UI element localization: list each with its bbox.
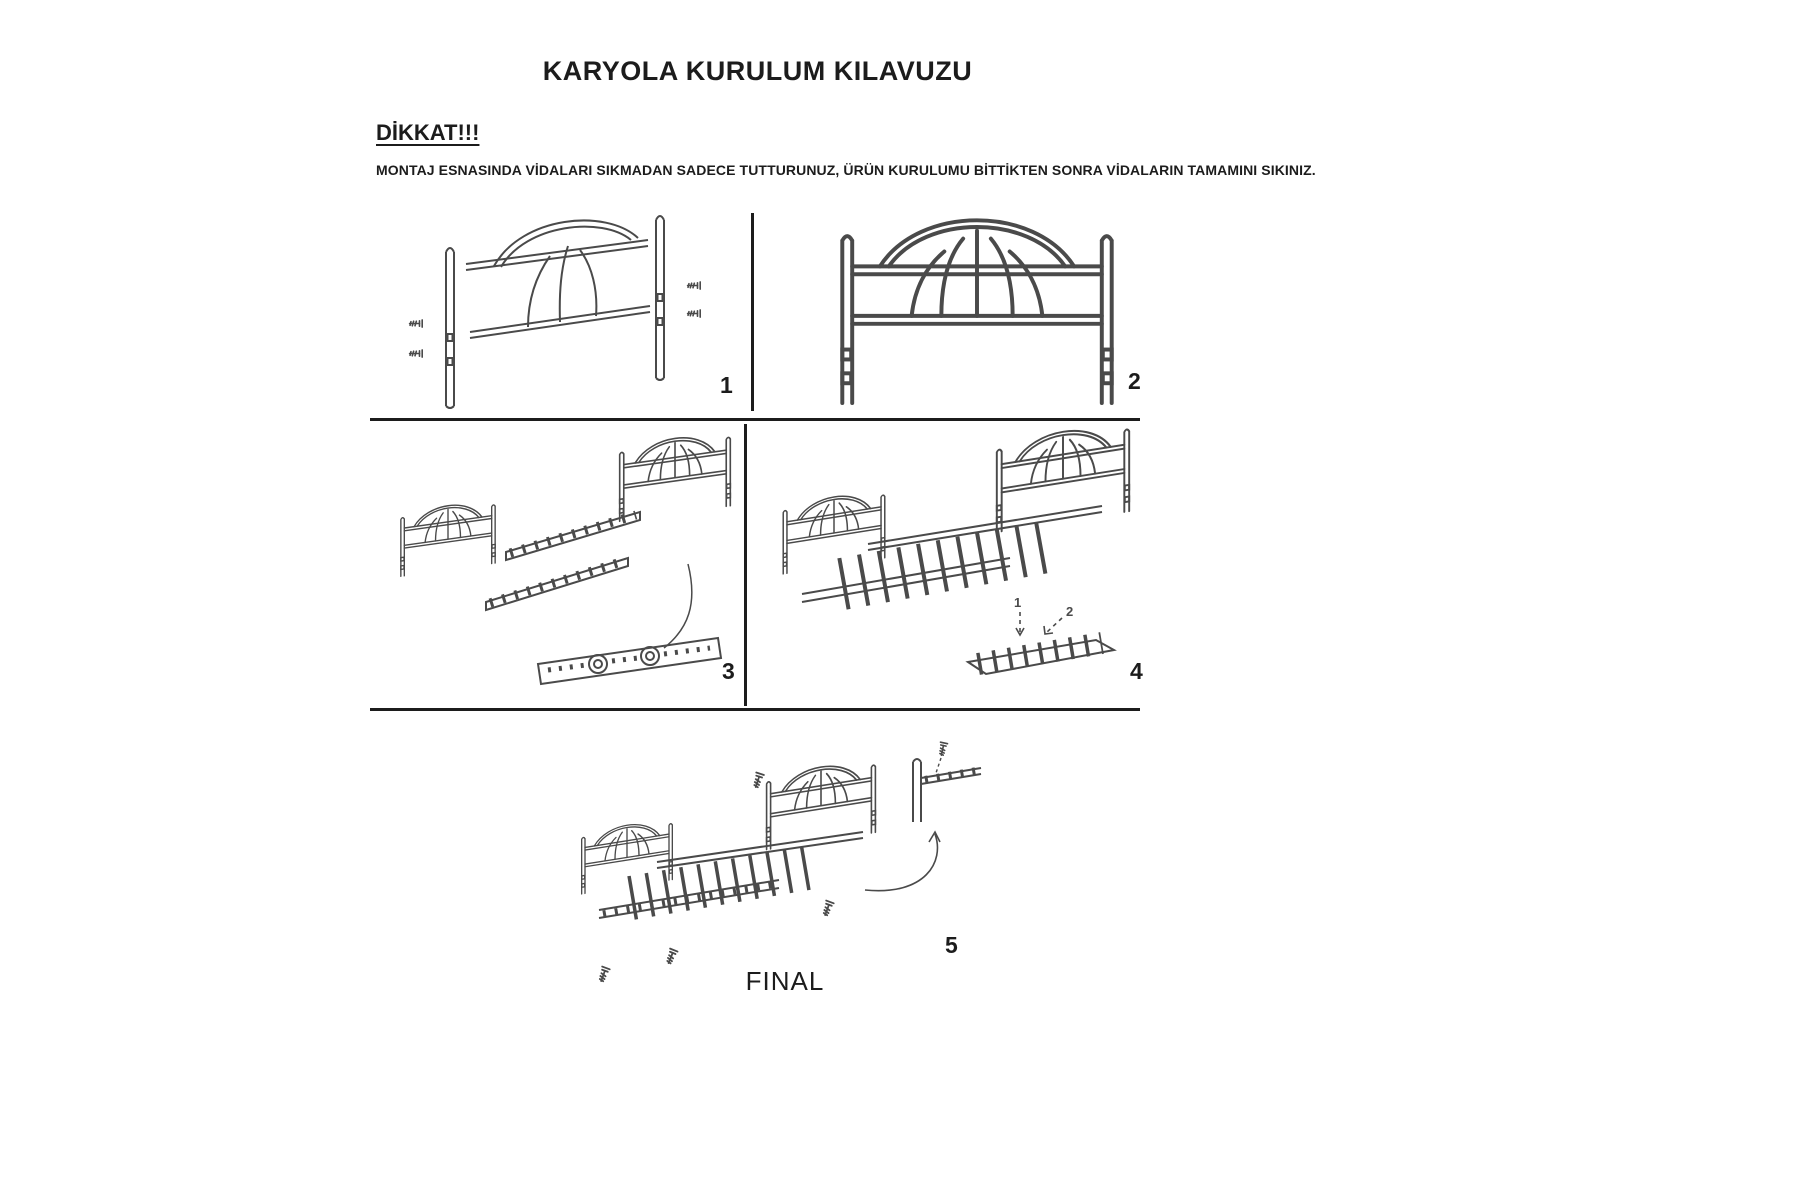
headboard-exploded-drawing <box>408 215 702 409</box>
headboard-drawing <box>765 757 877 851</box>
side-rail-drawing <box>485 510 641 612</box>
divider-vertical-row2 <box>744 424 747 706</box>
headboard-drawing <box>995 420 1131 534</box>
slat-detail-inset: 1 2 <box>965 595 1117 676</box>
headboard-drawing <box>618 429 732 523</box>
warning-heading: DİKKAT!!! <box>376 120 480 145</box>
page-title: KARYOLA KURULUM KILAVUZU <box>542 56 973 86</box>
slats-drawing <box>837 520 1057 610</box>
rail-detail-inset <box>536 636 723 686</box>
slats-drawing <box>627 844 823 920</box>
final-assembly-drawing <box>580 741 982 984</box>
frame-with-slats-drawing: 1 2 <box>782 420 1131 676</box>
step-3-illustration <box>388 424 740 706</box>
step-1-number: 1 <box>720 372 733 398</box>
document-content: KARYOLA KURULUM KILAVUZU DİKKAT!!! MONTA… <box>370 0 1316 1200</box>
step-3-number: 3 <box>722 658 735 684</box>
left-post-drawing <box>445 247 455 409</box>
step-1-illustration <box>408 206 740 412</box>
divider-horizontal-1 <box>370 418 1140 421</box>
step-4-illustration: 1 2 <box>772 420 1138 706</box>
detail-label-2: 2 <box>1066 604 1073 619</box>
right-post-drawing <box>655 215 665 381</box>
detail-leader-line <box>663 563 693 649</box>
headboard-assembled-drawing <box>840 218 1114 406</box>
headboard-grill-drawing <box>465 219 651 339</box>
divider-horizontal-2 <box>370 708 1140 711</box>
warning-text: MONTAJ ESNASINDA VİDALARI SIKMADAN SADEC… <box>376 162 1316 178</box>
final-label: FINAL <box>745 966 825 996</box>
detail-label-1: 1 <box>1014 595 1021 610</box>
footboard-drawing <box>782 488 886 575</box>
step-5-illustration <box>573 741 1005 998</box>
step-2-illustration <box>822 196 1130 411</box>
footboard-drawing <box>580 817 674 895</box>
footboard-drawing <box>400 498 496 578</box>
frame-rails-drawing <box>801 505 1103 603</box>
step-5-number: 5 <box>945 932 958 958</box>
divider-vertical-row1 <box>751 213 754 411</box>
frame-rails-drawing <box>598 831 864 919</box>
step-4-number: 4 <box>1130 658 1143 684</box>
curved-arrow <box>864 830 941 892</box>
corner-detail-inset <box>912 741 982 822</box>
screw-icon <box>596 771 835 984</box>
step-2-number: 2 <box>1128 368 1141 394</box>
side-rails-drawing <box>400 429 732 686</box>
